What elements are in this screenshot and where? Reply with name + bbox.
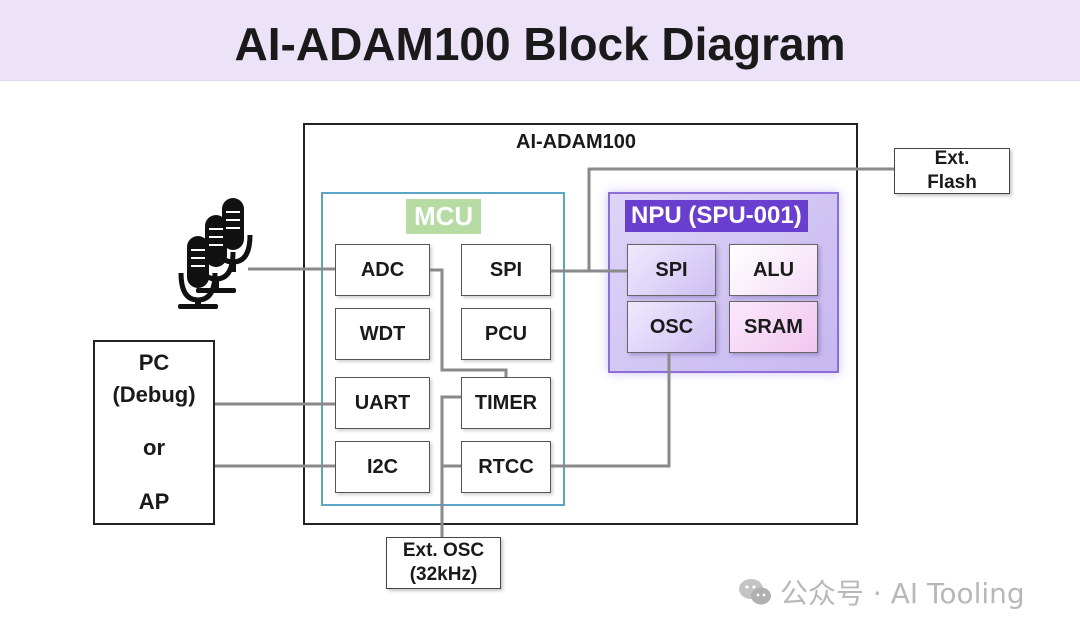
mcu-wdt-block: WDT xyxy=(335,308,430,360)
host-line-pc: PC xyxy=(138,350,170,375)
ext-osc-block: Ext. OSC (32kHz) xyxy=(386,537,501,589)
diagram-title: AI-ADAM100 Block Diagram xyxy=(234,18,846,70)
mcu-spi-block: SPI xyxy=(461,244,551,296)
wire-adc-timer xyxy=(430,268,508,377)
mcu-uart-block: UART xyxy=(335,377,430,429)
chip-label: AI-ADAM100 xyxy=(516,131,637,153)
microphone-stripes xyxy=(191,211,240,267)
npu-sram-block: SRAM xyxy=(729,301,818,353)
mcu-adc-block: ADC xyxy=(335,244,430,296)
host-pc-ap-block: PC (Debug) or AP xyxy=(93,340,215,525)
npu-osc-block: OSC xyxy=(627,301,716,353)
ext-flash-line1: Ext. xyxy=(934,148,970,169)
mcu-i2c-block: I2C xyxy=(335,441,430,493)
host-line-ap: AP xyxy=(138,488,170,514)
mcu-rtcc-block: RTCC xyxy=(461,441,551,493)
wire-extosc-timer xyxy=(440,395,461,537)
npu-alu-block: ALU xyxy=(729,244,818,296)
wire-spi-flash xyxy=(587,167,894,271)
mcu-pcu-block: PCU xyxy=(461,308,551,360)
mcu-label: MCU xyxy=(406,199,482,234)
wechat-icon xyxy=(739,579,771,605)
wire-rtcc-osc xyxy=(551,353,671,468)
ext-flash-line2: Flash xyxy=(927,172,977,193)
watermark-text: 公众号 · AI Tooling xyxy=(780,577,1025,610)
ext-osc-line1: Ext. OSC xyxy=(402,540,485,561)
ext-flash-block: Ext. Flash xyxy=(894,148,1010,194)
ext-osc-line2: (32kHz) xyxy=(409,564,478,585)
watermark: 公众号 · AI Tooling xyxy=(738,572,1025,612)
npu-label: NPU (SPU-001) xyxy=(625,200,808,232)
host-line-debug: (Debug) xyxy=(112,381,196,407)
host-line-or: or xyxy=(143,435,165,461)
npu-spi-block: SPI xyxy=(627,244,716,296)
title-band xyxy=(0,0,1080,81)
mcu-timer-block: TIMER xyxy=(461,377,551,429)
